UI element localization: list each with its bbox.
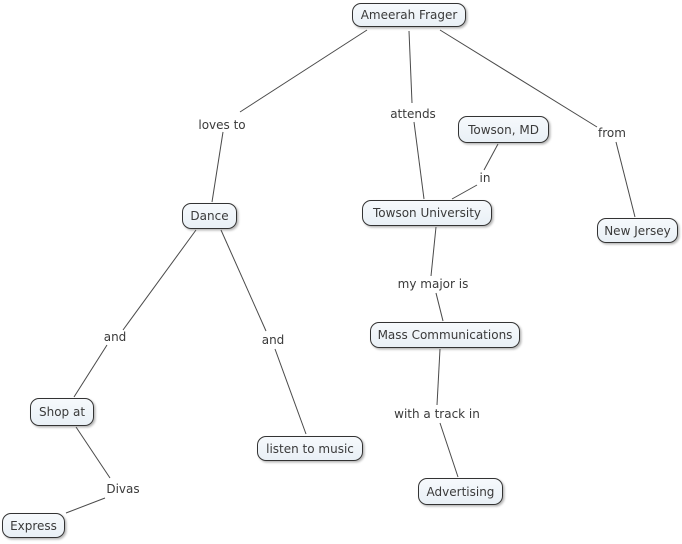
edge-line bbox=[436, 348, 441, 406]
edge-line bbox=[408, 30, 413, 104]
edge-line bbox=[75, 426, 111, 479]
edge-line bbox=[211, 131, 224, 203]
linking-phrase-from[interactable]: from bbox=[598, 126, 626, 140]
edge-line bbox=[439, 422, 459, 478]
linking-phrase-and-right[interactable]: and bbox=[261, 333, 285, 347]
edge-line bbox=[274, 348, 307, 435]
concept-mass-communications[interactable]: Mass Communications bbox=[370, 322, 520, 348]
concept-towson-university[interactable]: Towson University bbox=[362, 200, 492, 226]
linking-phrase-and-left[interactable]: and bbox=[103, 330, 127, 344]
edge-line bbox=[483, 143, 499, 171]
edge-line bbox=[439, 29, 598, 128]
linking-phrase-divas[interactable]: Divas bbox=[106, 482, 140, 496]
edge-line bbox=[413, 121, 425, 200]
concept-new-jersey[interactable]: New Jersey bbox=[597, 218, 678, 243]
edge-line bbox=[430, 226, 437, 277]
concept-advertising[interactable]: Advertising bbox=[418, 478, 503, 505]
linking-phrase-attends[interactable]: attends bbox=[390, 107, 436, 121]
concept-ameerah-frager[interactable]: Ameerah Frager bbox=[352, 3, 466, 27]
edge-line bbox=[451, 184, 478, 200]
concept-listen-to-music[interactable]: listen to music bbox=[257, 436, 363, 461]
edge-line bbox=[65, 497, 106, 514]
edge-line bbox=[435, 292, 444, 322]
edge-line bbox=[220, 229, 267, 332]
concept-towson-md[interactable]: Towson, MD bbox=[458, 116, 549, 143]
concept-shop-at[interactable]: Shop at bbox=[30, 398, 94, 426]
edge-line bbox=[122, 229, 197, 331]
linking-phrase-my-major-is[interactable]: my major is bbox=[397, 277, 469, 291]
linking-phrase-loves-to[interactable]: loves to bbox=[198, 118, 246, 132]
edge-line bbox=[239, 29, 368, 113]
concept-dance[interactable]: Dance bbox=[182, 203, 237, 229]
edge-line bbox=[615, 141, 636, 218]
linking-phrase-with-a-track-in[interactable]: with a track in bbox=[394, 407, 480, 421]
linking-phrase-in[interactable]: in bbox=[479, 171, 491, 185]
edge-line bbox=[73, 344, 108, 398]
concept-express[interactable]: Express bbox=[2, 513, 65, 538]
